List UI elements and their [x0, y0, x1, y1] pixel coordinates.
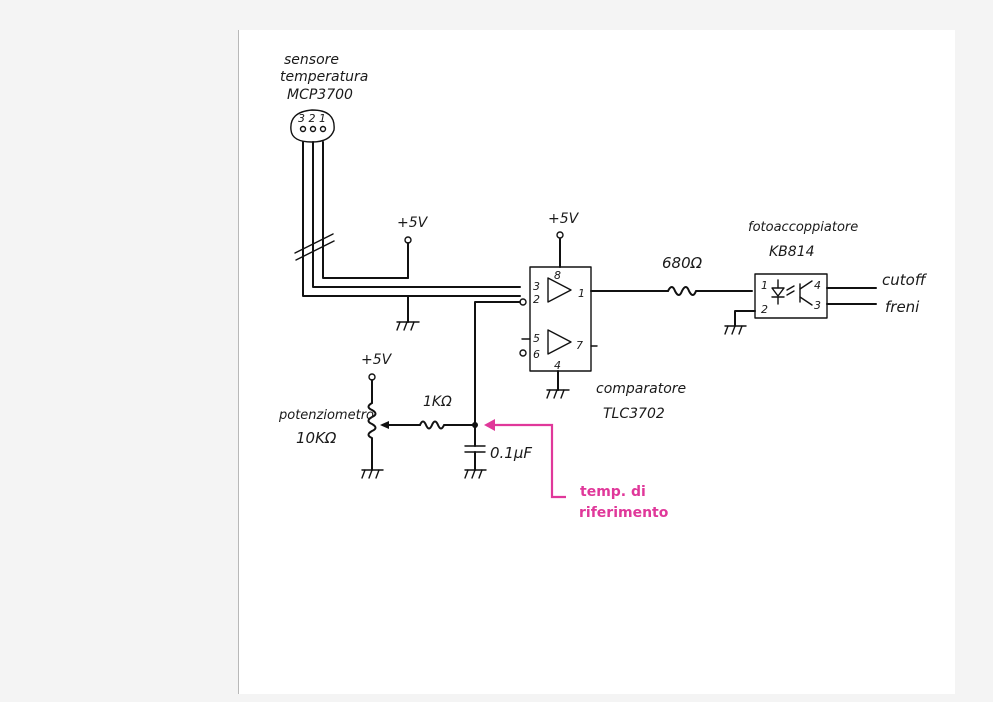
- comparator-ic: [474, 231, 669, 426]
- temperature-sensor: [290, 109, 521, 297]
- output-label-line1: cutoff: [882, 271, 928, 289]
- sensor-ground-symbol: [396, 295, 420, 331]
- comp-pin5-label: 5: [533, 332, 540, 345]
- resistor-1k-symbol: [419, 420, 476, 430]
- output-label-line2: freni: [885, 298, 920, 316]
- paper-sheet: [238, 30, 955, 694]
- annotation-line1: temp. di: [580, 484, 646, 500]
- resistor-680-label: 680Ω: [662, 254, 703, 272]
- vcc-pot-label: +5V: [361, 352, 393, 368]
- sensor-pins-label: 3 2 1: [298, 112, 326, 125]
- optocoupler-label-line2: KB814: [769, 244, 815, 260]
- optocoupler: [724, 273, 877, 335]
- comp-pin1-label: 1: [578, 287, 585, 300]
- opto-pin4-label: 4: [814, 279, 821, 292]
- pot-label-line1: potenziometro: [278, 408, 374, 423]
- comp-pin8-label: 8: [554, 269, 561, 282]
- comp-pin4-label: 4: [554, 359, 561, 372]
- comparator-label-line1: comparatore: [596, 381, 686, 397]
- potentiometer-symbol: [361, 373, 421, 479]
- comp-pin6-label: 6: [533, 348, 540, 361]
- annotation-line2: riferimento: [579, 505, 669, 521]
- pot-label-line2: 10KΩ: [296, 429, 337, 447]
- capacitor-label: 0.1μF: [490, 444, 532, 462]
- opto-pin3-label: 3: [814, 299, 821, 312]
- comparator-label-line2: TLC3702: [603, 406, 665, 422]
- resistor-1k-label: 1KΩ: [423, 394, 452, 410]
- opto-pin2-label: 2: [761, 303, 768, 316]
- sensor-label-line2: temperatura: [280, 69, 368, 85]
- sensor-label-line3: MCP3700: [287, 87, 353, 103]
- optocoupler-label-line1: fotoaccoppiatore: [748, 220, 858, 235]
- resistor-680-symbol: [667, 286, 753, 296]
- capacitor-symbol: [464, 424, 487, 479]
- opto-pin1-label: 1: [761, 279, 768, 292]
- comp-pin3-label: 3: [533, 280, 540, 293]
- vcc-sensor-label: +5V: [397, 215, 429, 231]
- reference-temp-arrow: [484, 419, 566, 499]
- comp-pin2-label: 2: [533, 293, 540, 306]
- vcc-comp-label: +5V: [548, 211, 580, 227]
- comp-pin7-label: 7: [576, 339, 583, 352]
- sensor-label-line1: sensore: [284, 52, 339, 68]
